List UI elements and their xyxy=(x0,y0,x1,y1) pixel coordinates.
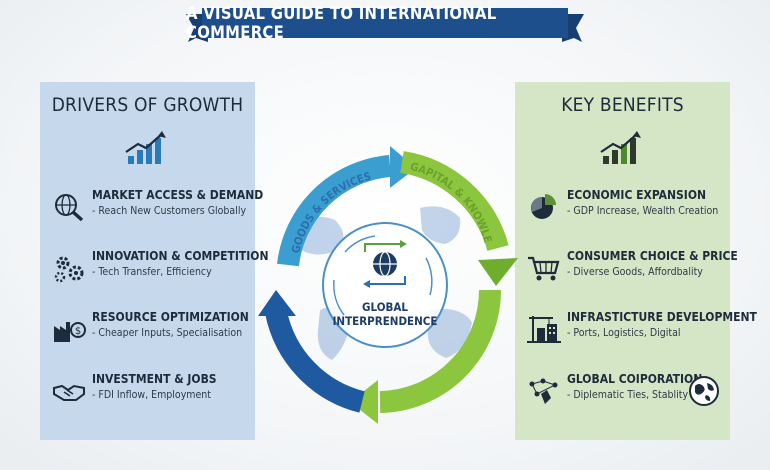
benefit-detail: - GDP Increase, Wealth Creation xyxy=(567,205,719,217)
cycle-diagram: GOODS & SERVICES GAPITAL & KNOWLEGE GOOD… xyxy=(246,130,520,430)
bar-chart-growth-icon xyxy=(600,131,641,164)
title-ribbon: A VISUAL GUIDE TO INTERNATIONAL COMMERCE xyxy=(186,4,584,42)
driver-heading: INNOVATION & COMPETITION xyxy=(92,249,269,263)
center-label-line: INTERPRENDENCE xyxy=(332,314,438,328)
drivers-title: DRIVERS OF GROWTH xyxy=(51,94,244,116)
benefit-heading: CONSUMER CHOICE & PRICE xyxy=(567,249,738,263)
benefit-item-consumer: CONSUMER CHOICE & PRICE - Diverse Goods,… xyxy=(525,249,738,289)
driver-detail: - FDI Inflow, Employment xyxy=(92,389,211,401)
arrowhead-bottom xyxy=(350,380,378,424)
driver-item-innovation: INNOVATION & COMPETITION - Tech Transfer… xyxy=(50,249,269,289)
benefit-detail: - Diplematic Ties, Stablity xyxy=(567,389,689,401)
driver-item-resource: $ RESOURCE OPTIMIZATION - Cheaper Inputs… xyxy=(50,310,250,350)
handshake-icon xyxy=(53,384,85,401)
driver-detail: - Cheaper Inputs, Specialisation xyxy=(92,327,243,339)
page-title: A VISUAL GUIDE TO INTERNATIONAL COMMERCE xyxy=(186,4,497,42)
benefit-item-infrastructure: INFRASTICTURE DEVELOPMENT - Ports, Logis… xyxy=(525,310,757,350)
driver-heading: MARKET ACCESS & DEMAND xyxy=(92,188,264,202)
benefit-item-global: GLOBAL COIPORATION - Diplematic Ties, St… xyxy=(525,372,725,412)
benefits-panel: KEY BENEFITS ECONOMIC EXPANSION - GDP In… xyxy=(515,82,757,440)
arc-goods-services-top xyxy=(277,155,392,267)
driver-detail: - Reach New Customers Globally xyxy=(92,205,247,217)
inner-cycle-arrows xyxy=(333,235,433,316)
factory-coin-icon: $ xyxy=(54,322,86,342)
driver-heading: RESOURCE OPTIMIZATION xyxy=(92,310,249,324)
drivers-panel: DRIVERS OF GROWTH MARKET ACCESS & DEMAND… xyxy=(40,82,269,440)
arc-goods-services-bottom xyxy=(265,309,365,413)
arc-bottom-right xyxy=(379,289,501,413)
center-label-line: GLOBAL xyxy=(362,300,408,314)
svg-text:$: $ xyxy=(75,326,81,337)
network-globe-icon xyxy=(529,378,558,404)
gears-icon xyxy=(54,256,84,283)
driver-detail: - Tech Transfer, Efficiency xyxy=(92,266,212,278)
cycle-arrows: GOODS & SERVICES GAPITAL & KNOWLEGE GOOD… xyxy=(246,130,518,424)
arc-capital-knowledge xyxy=(400,151,509,252)
globe-magnifier-icon xyxy=(55,194,84,222)
driver-item-investment: INVESTMENT & JOBS - FDI Inflow, Employme… xyxy=(50,372,250,412)
benefits-title: KEY BENEFITS xyxy=(561,94,684,116)
benefit-item-economic: ECONOMIC EXPANSION - GDP Increase, Wealt… xyxy=(525,188,725,228)
benefit-detail: - Ports, Logistics, Digital xyxy=(567,327,681,339)
globe-exchange-icon xyxy=(363,240,407,288)
arrowhead-left xyxy=(258,290,296,316)
pie-chart-icon xyxy=(531,194,556,219)
driver-item-market-access: MARKET ACCESS & DEMAND - Reach New Custo… xyxy=(50,188,263,228)
shopping-cart-icon xyxy=(528,256,560,281)
benefit-heading: ECONOMIC EXPANSION xyxy=(567,188,707,202)
bar-chart-growth-icon xyxy=(125,131,166,164)
benefit-heading: INFRASTICTURE DEVELOPMENT xyxy=(567,310,757,324)
arrowhead-right xyxy=(478,258,518,286)
benefit-heading: GLOBAL COIPORATION xyxy=(567,372,703,386)
driver-heading: INVESTMENT & JOBS xyxy=(92,372,217,386)
crane-buildings-icon xyxy=(527,316,561,343)
globe-icon xyxy=(689,376,719,406)
ribbon-shape xyxy=(186,8,584,42)
benefit-detail: - Diverse Goods, Affordbality xyxy=(567,266,703,278)
